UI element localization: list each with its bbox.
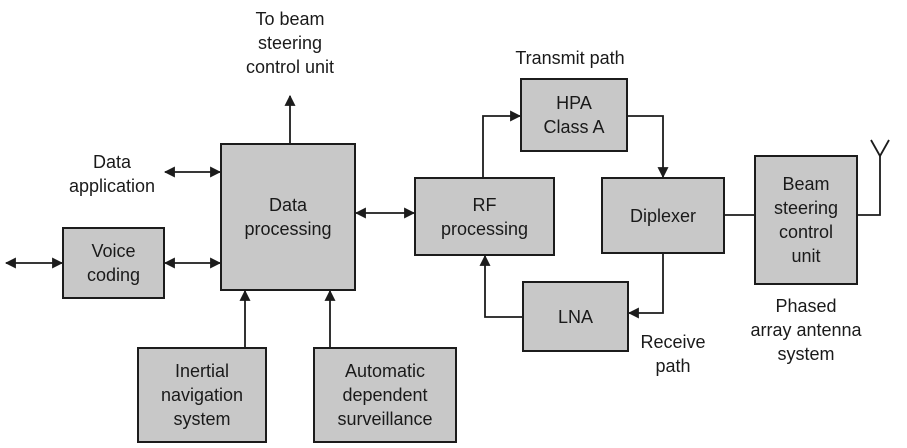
rf-processing-block: RF processing bbox=[414, 177, 555, 256]
transmit-path-label: Transmit path bbox=[515, 48, 625, 68]
hpa-block: HPA Class A bbox=[520, 78, 628, 152]
phased-array-antenna-label: Phased array antenna system bbox=[750, 296, 862, 364]
automatic-dependent-surveillance-block: Automatic dependent surveillance bbox=[313, 347, 457, 443]
to-beam-steering-label: To beam steering control unit bbox=[245, 9, 335, 77]
arrow-lna-to-rf bbox=[479, 254, 522, 318]
antenna-icon bbox=[870, 139, 890, 158]
inertial-navigation-block: Inertial navigation system bbox=[137, 347, 267, 443]
arrow-rf-to-hpa bbox=[482, 110, 522, 177]
receive-path-label: Receive path bbox=[640, 332, 706, 376]
link-beam-antenna bbox=[858, 155, 881, 216]
voice-coding-block: Voice coding bbox=[62, 227, 165, 299]
beam-steering-control-unit-block: Beam steering control unit bbox=[754, 155, 858, 285]
data-application-label: Data application bbox=[68, 152, 156, 196]
data-processing-block: Data processing bbox=[220, 143, 356, 291]
lna-block: LNA bbox=[522, 281, 629, 352]
diplexer-block: Diplexer bbox=[601, 177, 725, 254]
arrow-hpa-to-diplexer bbox=[628, 115, 669, 179]
arrow-diplexer-to-lna bbox=[627, 254, 664, 319]
